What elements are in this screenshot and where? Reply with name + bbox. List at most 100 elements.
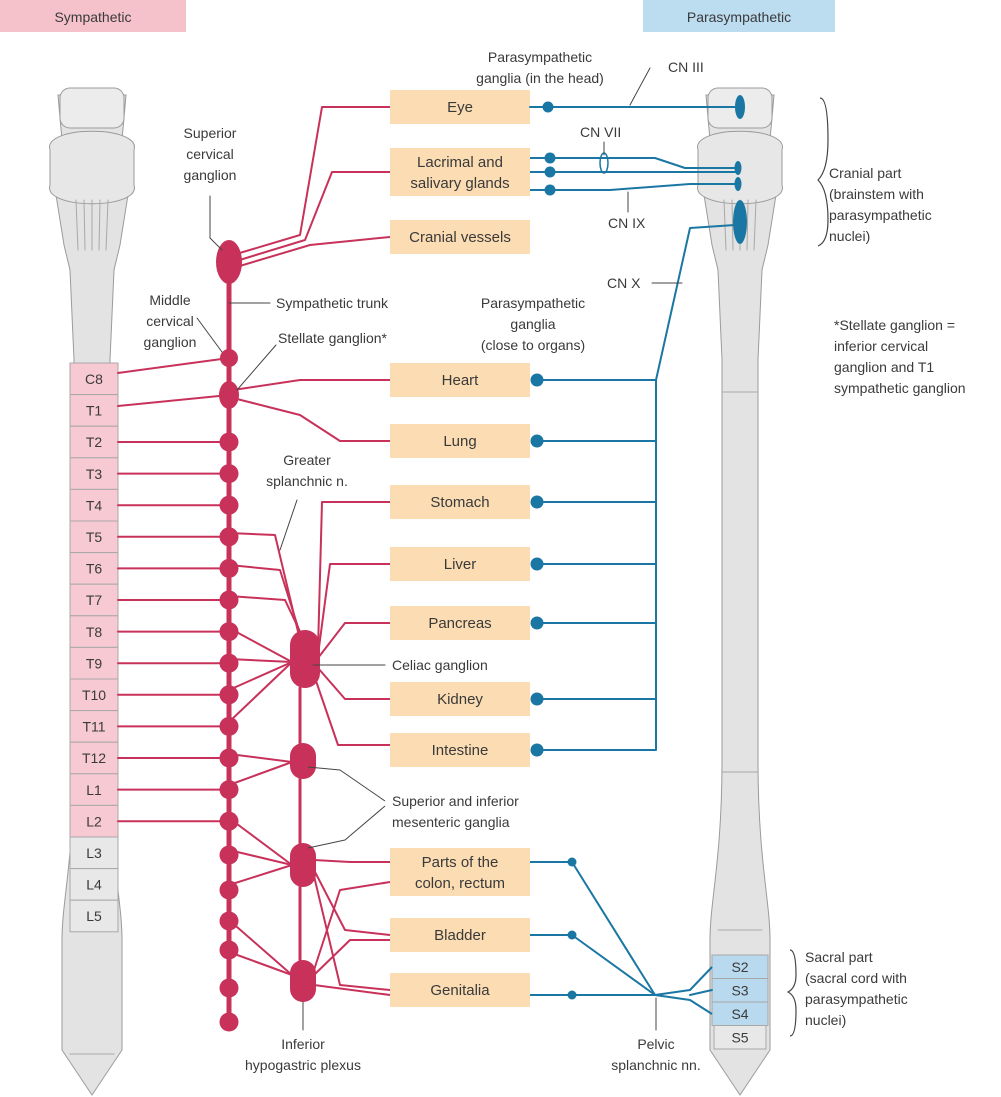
submandibular-ganglion	[544, 166, 556, 178]
splanchnic-to-celiac	[228, 661, 293, 691]
splanchnic-to-celiac	[228, 661, 293, 723]
sympathetic-fiber-stomach	[317, 501, 390, 651]
segment-label-t11: T11	[82, 719, 105, 735]
organ-label-cranial-vessels: Cranial vessels	[409, 229, 511, 246]
pelvic-splanchnic-label-line-2: splanchnic nn.	[611, 1057, 701, 1073]
pelvic-ganglion-genitalia	[567, 990, 577, 1000]
intramural-ganglion-stomach	[530, 495, 544, 509]
intramural-ganglion-kidney	[530, 692, 544, 706]
mesenteric-ganglia-label: Superior and inferior	[392, 793, 519, 809]
sacral-part-bracket	[786, 949, 797, 1037]
organ-label-colon: Parts of the	[422, 854, 499, 871]
segment-label-s5: S5	[731, 1030, 748, 1046]
superior-cervical-ganglion-label-line-3: ganglion	[184, 167, 237, 183]
organ-box-genitalia	[390, 973, 530, 1007]
organ-box-liver	[390, 547, 530, 581]
superior-cervical-ganglion	[216, 240, 242, 284]
cn7-label: CN VII	[580, 124, 621, 140]
trunk-ganglion-lower	[219, 978, 239, 998]
organ-box-heart	[390, 363, 530, 397]
segment-label-l2: L2	[86, 813, 102, 829]
greater-splanchnic-label: Greater	[283, 452, 331, 468]
sympathetic-fiber-lacrimal	[232, 171, 390, 263]
parasympathetic-ganglia-organs-label-line-2: ganglia	[510, 316, 555, 332]
sympathetic-header: Sympathetic	[54, 9, 131, 25]
segment-t6	[69, 552, 119, 585]
segment-label-l5: L5	[86, 908, 102, 924]
organ-box-bladder	[390, 918, 530, 952]
organ-label-lung: Lung	[443, 433, 476, 450]
cranial-part-label-line-3: parasympathetic	[829, 207, 932, 223]
sympathetic-fiber-pancreas	[317, 622, 390, 659]
leader-middle-cervical	[196, 317, 223, 353]
cn10-label: CN X	[607, 275, 641, 291]
cn7-fiber-upper	[530, 157, 738, 169]
celiac-ganglion-label: Celiac ganglion	[392, 657, 488, 673]
segment-label-t1: T1	[86, 403, 103, 419]
parasympathetic-ganglia-organs-label-line-3: (close to organs)	[481, 337, 585, 353]
greater-splanchnic-nerve	[228, 595, 305, 641]
organ-box-cranial-vessels	[390, 220, 530, 254]
vagus-nucleus	[733, 200, 747, 244]
sacral-part-label-line-2: (sacral cord with	[805, 970, 907, 986]
cranial-part-label: Cranial part	[829, 165, 901, 181]
organ-box-intestine	[390, 733, 530, 767]
segment-t7	[69, 583, 119, 617]
leader-greater-splanchnic	[279, 499, 298, 551]
leader-inferior-mesenteric	[307, 805, 386, 849]
splanchnic-to-mesenteric	[228, 753, 293, 763]
pelvic-splanchnic-s3	[689, 989, 713, 996]
sacral-part-label: Sacral part	[805, 949, 873, 965]
parasympathetic-header-box	[643, 0, 835, 32]
sympathetic-cerebellum-region	[59, 87, 125, 129]
organ-label-lacrimal: salivary glands	[410, 175, 509, 192]
parasympathetic-spinal-cord	[703, 94, 777, 1096]
organ-box-pancreas	[390, 606, 530, 640]
parasympathetic-ganglia-head-label: Parasympathetic	[488, 49, 592, 65]
parasympathetic-header: Parasympathetic	[687, 9, 791, 25]
stellate-ganglion-label: Stellate ganglion*	[278, 330, 388, 346]
parasympathetic-ganglia-head-label-line-2: ganglia (in the head)	[476, 70, 604, 86]
ciliary-ganglion	[542, 101, 554, 113]
splanchnic-to-mesenteric	[228, 761, 293, 786]
segment-label-t6: T6	[86, 561, 103, 577]
segment-t1	[69, 394, 119, 427]
stellate-ganglion-note: *Stellate ganglion =	[834, 317, 955, 333]
sympathetic-trunk-label: Sympathetic trunk	[276, 295, 389, 311]
splanchnic-to-inferior-mesenteric	[228, 817, 293, 866]
intramural-ganglion-liver	[530, 557, 544, 571]
superior-cervical-ganglion-label: Superior	[184, 125, 237, 141]
ramus-t1	[117, 394, 230, 407]
sympathetic-brainstem-stripe	[98, 199, 101, 251]
cn7-loop	[599, 152, 609, 174]
organ-label-stomach: Stomach	[430, 494, 489, 511]
parasympathetic-ganglia-organs-label: Parasympathetic	[481, 295, 585, 311]
segment-label-t12: T12	[82, 750, 106, 766]
stellate-ganglion-note-line-3: ganglion and T1	[834, 359, 934, 375]
sympathetic-fiber-liver	[317, 563, 390, 656]
segment-t12	[69, 741, 119, 775]
segment-t8	[69, 615, 119, 648]
sympathetic-fiber-colon	[313, 859, 390, 863]
cranial-part-label-line-2: (brainstem with	[829, 186, 924, 202]
greater-splanchnic-label-line-2: splanchnic n.	[266, 473, 348, 489]
segment-label-s2: S2	[731, 959, 748, 975]
intramural-ganglion-pancreas	[530, 616, 544, 630]
sympathetic-header-box	[0, 0, 186, 32]
pelvic-splanchnic-colon	[530, 861, 656, 996]
trunk-ganglion-lower	[219, 940, 239, 960]
sympathetic-fiber-bladder-2	[313, 939, 390, 976]
inferior-hypogastric-label: Inferior	[281, 1036, 325, 1052]
organ-box-kidney	[390, 682, 530, 716]
sympathetic-brainstem-stripe	[105, 199, 109, 251]
pelvic-ganglion-bladder	[567, 930, 577, 940]
pelvic-splanchnic-s2	[654, 966, 713, 996]
organ-label-liver: Liver	[444, 556, 477, 573]
segment-label-c8: C8	[85, 371, 103, 387]
organ-label-kidney: Kidney	[437, 691, 483, 708]
cn9-label: CN IX	[608, 215, 646, 231]
organ-label-bladder: Bladder	[434, 927, 486, 944]
mesenteric-ganglia-label-line-2: mesenteric ganglia	[392, 814, 510, 830]
organ-box-stomach	[390, 485, 530, 519]
